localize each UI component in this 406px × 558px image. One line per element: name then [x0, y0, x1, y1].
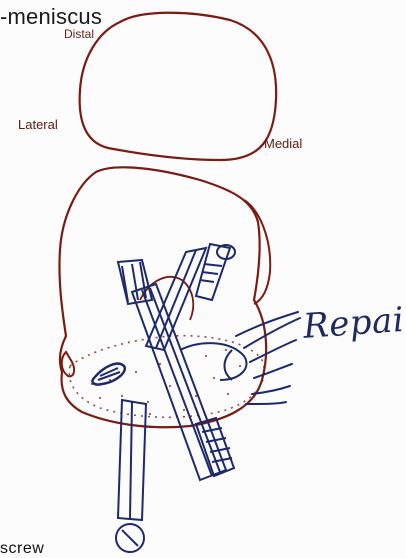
- meniscus-title-label: -meniscus: [0, 6, 102, 28]
- tibial-plateau-outline: [59, 167, 266, 427]
- repair-handwritten-label: Repair: [302, 302, 406, 344]
- graft-bands: [92, 244, 246, 552]
- lateral-label: Lateral: [18, 118, 58, 131]
- lateral-notch-outline: [62, 352, 74, 376]
- distal-label: Distal: [64, 28, 94, 40]
- medial-label: Medial: [264, 137, 302, 150]
- bone-texture-dots: [91, 349, 241, 415]
- screw-label: screw: [0, 541, 44, 557]
- medial-edge-outline: [244, 200, 270, 304]
- distal-bone-outline: [80, 13, 277, 160]
